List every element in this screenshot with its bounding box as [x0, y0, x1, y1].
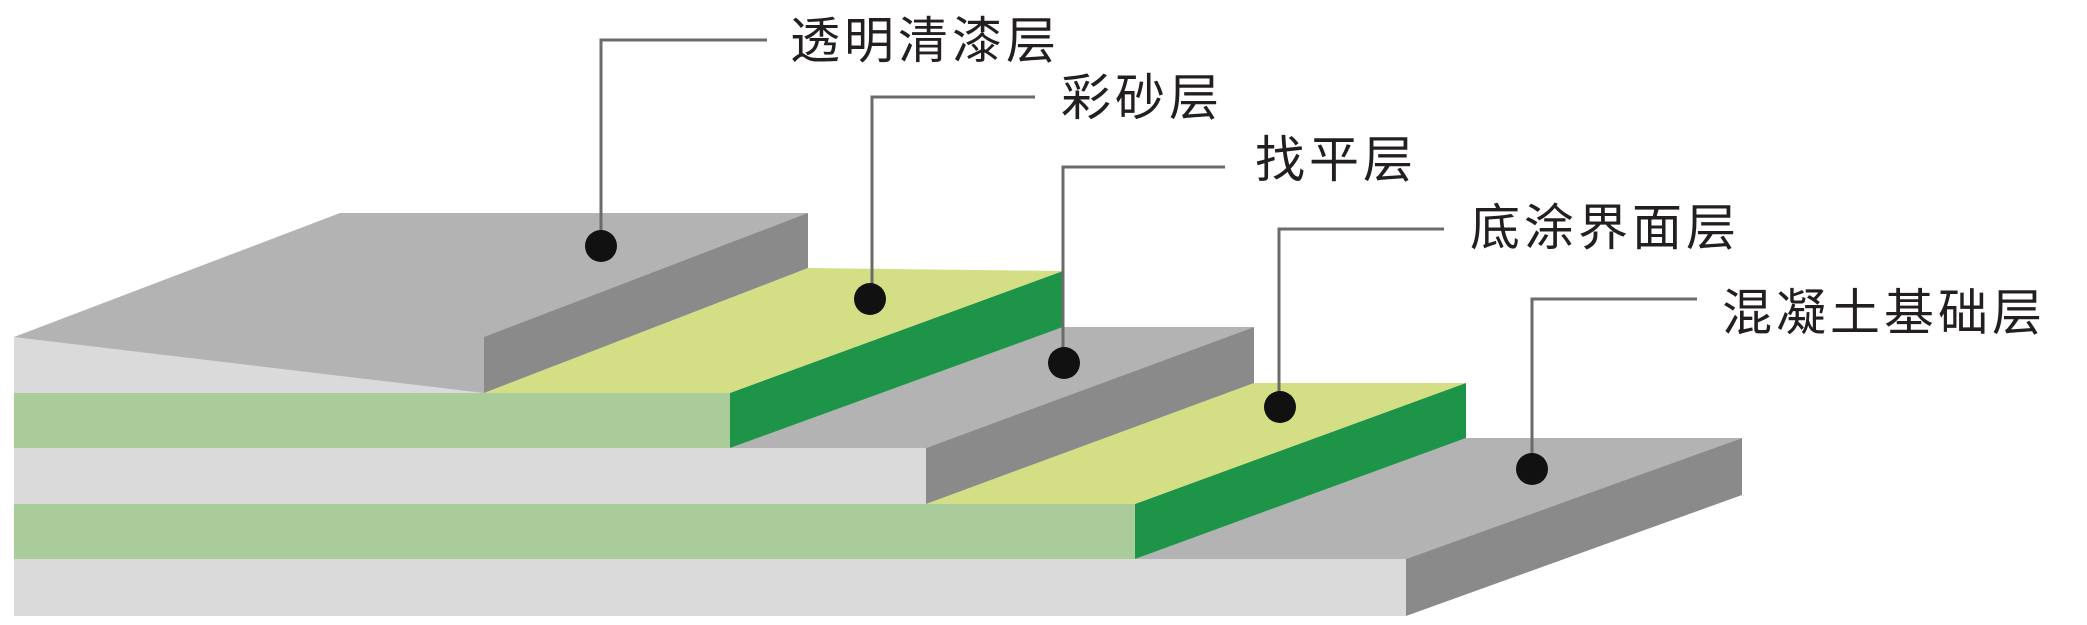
marker-dot-leveling [1048, 347, 1080, 379]
front-band-upper-green [14, 393, 730, 448]
label-primer: 底涂界面层 [1470, 199, 1740, 257]
front-band-middle-gray [14, 448, 926, 504]
front-band-lower-green [14, 504, 1135, 559]
top-face-leveling [730, 327, 1254, 448]
top-face-concrete [1135, 438, 1742, 559]
layer-front-faces [14, 337, 1406, 616]
marker-dot-clear-coat [585, 230, 617, 262]
top-face-colored-sand [484, 268, 1063, 393]
front-band-bottom-gray [14, 559, 1406, 616]
label-colored-sand: 彩砂层 [1061, 69, 1223, 127]
marker-dot-concrete [1516, 453, 1548, 485]
leader-line-colored-sand [870, 95, 1035, 299]
side-face-leveling [926, 327, 1254, 504]
leader-lines [599, 38, 1697, 469]
label-clear-coat: 透明清漆层 [790, 12, 1060, 70]
leader-line-primer [1277, 227, 1444, 406]
label-concrete: 混凝土基础层 [1722, 284, 2046, 342]
marker-dot-colored-sand [854, 283, 886, 315]
layer-labels: 透明清漆层 彩砂层 找平层 底涂界面层 混凝土基础层 [790, 12, 2046, 342]
leader-line-leveling [1061, 165, 1225, 362]
side-face-colored-sand [730, 271, 1063, 448]
leader-line-clear-coat [599, 38, 767, 246]
label-leveling: 找平层 [1255, 131, 1417, 189]
marker-dots [585, 230, 1548, 485]
marker-dot-primer [1264, 391, 1296, 423]
layer-side-faces [484, 213, 1742, 616]
top-face-primer [926, 383, 1466, 504]
side-face-concrete [1406, 438, 1742, 616]
leader-line-concrete [1530, 297, 1697, 469]
side-face-primer [1135, 383, 1466, 559]
side-face-clear-coat [484, 213, 808, 393]
